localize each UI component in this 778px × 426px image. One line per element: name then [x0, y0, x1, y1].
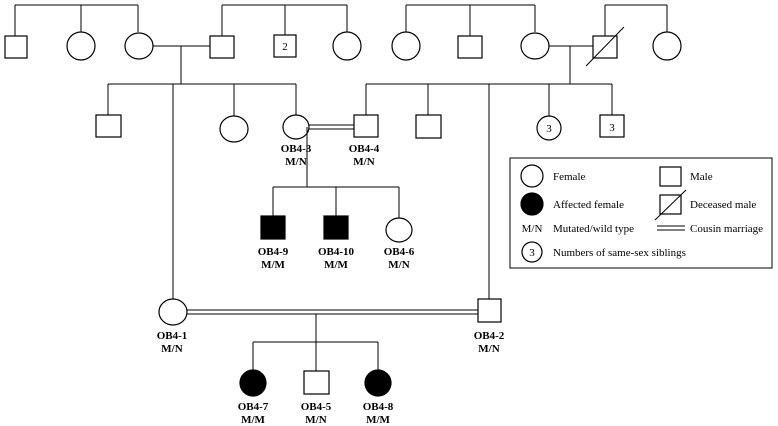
individual-OB4-5: [303, 370, 330, 395]
individual-id: OB4-4: [349, 143, 380, 155]
legend-cousin-marriage-label: Cousin marriage: [690, 223, 763, 235]
legend-mutated-symbol: M/N: [522, 223, 543, 235]
male-sibling-count-symbol: [273, 34, 297, 58]
individual-genotype: M/N: [353, 156, 374, 168]
sibship-line-left: [14, 4, 139, 36]
legend-deceased-male-label: Deceased male: [690, 199, 756, 211]
individual-genotype: M/N: [161, 343, 182, 355]
legend-affected-female-label: Affected female: [553, 199, 624, 211]
individual-id: OB4-6: [384, 246, 415, 258]
female-symbol: [66, 31, 96, 61]
legend-male-label: Male: [690, 171, 713, 183]
male-symbol: [415, 114, 442, 139]
sibship-line-middle: [221, 4, 348, 36]
female-symbol: [124, 32, 154, 60]
descent-line-left: [107, 46, 297, 308]
individual-OB4-2: [477, 298, 502, 323]
descent-line-right: [365, 46, 613, 299]
individual-id: OB4-8: [363, 401, 394, 413]
individual-genotype: M/N: [388, 259, 409, 271]
individual-id: OB4-3: [281, 143, 312, 155]
descent-line-OB4-3-4: [272, 127, 400, 218]
individual-id: OB4-7: [238, 401, 269, 413]
legend-box: [509, 157, 773, 269]
generation-3-upper: OB4-9 M/M OB4-10 M/M OB4-6 M/N: [258, 127, 415, 271]
legend-male-icon: [659, 166, 682, 187]
descent-line-OB4-1-2: [252, 314, 379, 371]
individual-genotype: M/M: [324, 259, 348, 271]
deceased-slash: [585, 26, 625, 67]
male-symbol: [4, 35, 28, 59]
individual-id: OB4-5: [301, 401, 332, 413]
generation-3-lower: OB4-1 M/N OB4-2 M/N: [157, 298, 505, 355]
male-symbol: [457, 35, 483, 59]
legend-deceased-slash: [654, 189, 687, 221]
legend-female-label: Female: [553, 171, 585, 183]
legend: Female Male Affected female Deceased mal…: [509, 157, 773, 269]
sibling-count-text: 2: [282, 41, 288, 53]
individual-genotype: M/N: [285, 156, 306, 168]
female-symbol: [391, 31, 421, 61]
legend-siblings-number: 3: [529, 247, 535, 259]
female-symbol: [652, 31, 682, 61]
individual-OB4-8: [364, 369, 392, 397]
female-symbol: [219, 115, 249, 143]
individual-OB4-6: [385, 217, 413, 243]
male-sibling-count-symbol: [599, 114, 625, 138]
generation-4: OB4-7 M/M OB4-5 M/N OB4-8 M/M: [238, 314, 394, 426]
individual-genotype: M/M: [366, 414, 390, 426]
legend-female-icon: [520, 164, 544, 188]
individual-id: OB4-10: [318, 246, 355, 258]
individual-id: OB4-9: [258, 246, 289, 258]
individual-id: OB4-2: [474, 330, 505, 342]
legend-siblings-icon: [521, 241, 543, 263]
sibling-count-text: 3: [609, 122, 615, 134]
legend-mutated-label: Mutated/wild type: [553, 223, 634, 235]
individual-genotype: M/N: [478, 343, 499, 355]
individual-OB4-3: [282, 114, 310, 140]
male-symbol: [209, 35, 235, 59]
individual-OB4-10: [323, 215, 349, 240]
individual-OB4-1: [158, 298, 188, 326]
individual-genotype: M/M: [261, 259, 285, 271]
sibling-count-text: 3: [546, 123, 552, 135]
legend-siblings-label: Numbers of same-sex siblings: [553, 247, 686, 259]
individual-genotype: M/N: [305, 414, 326, 426]
sibship-line-far-right: [604, 4, 668, 36]
generation-2: 3 3 OB4-3 M/N OB4-4 M/N: [95, 46, 625, 308]
female-symbol: [520, 32, 550, 60]
individual-OB4-9: [260, 215, 286, 240]
individual-OB4-7: [239, 369, 267, 397]
individual-genotype: M/M: [241, 414, 265, 426]
generation-1: 2: [4, 4, 682, 67]
legend-affected-female-icon: [520, 192, 544, 216]
sibship-line-right: [405, 4, 536, 36]
female-sibling-count-symbol: [536, 115, 562, 141]
female-symbol: [332, 31, 362, 61]
individual-id: OB4-1: [157, 330, 188, 342]
individual-OB4-4: [353, 114, 379, 138]
male-symbol: [95, 114, 122, 138]
